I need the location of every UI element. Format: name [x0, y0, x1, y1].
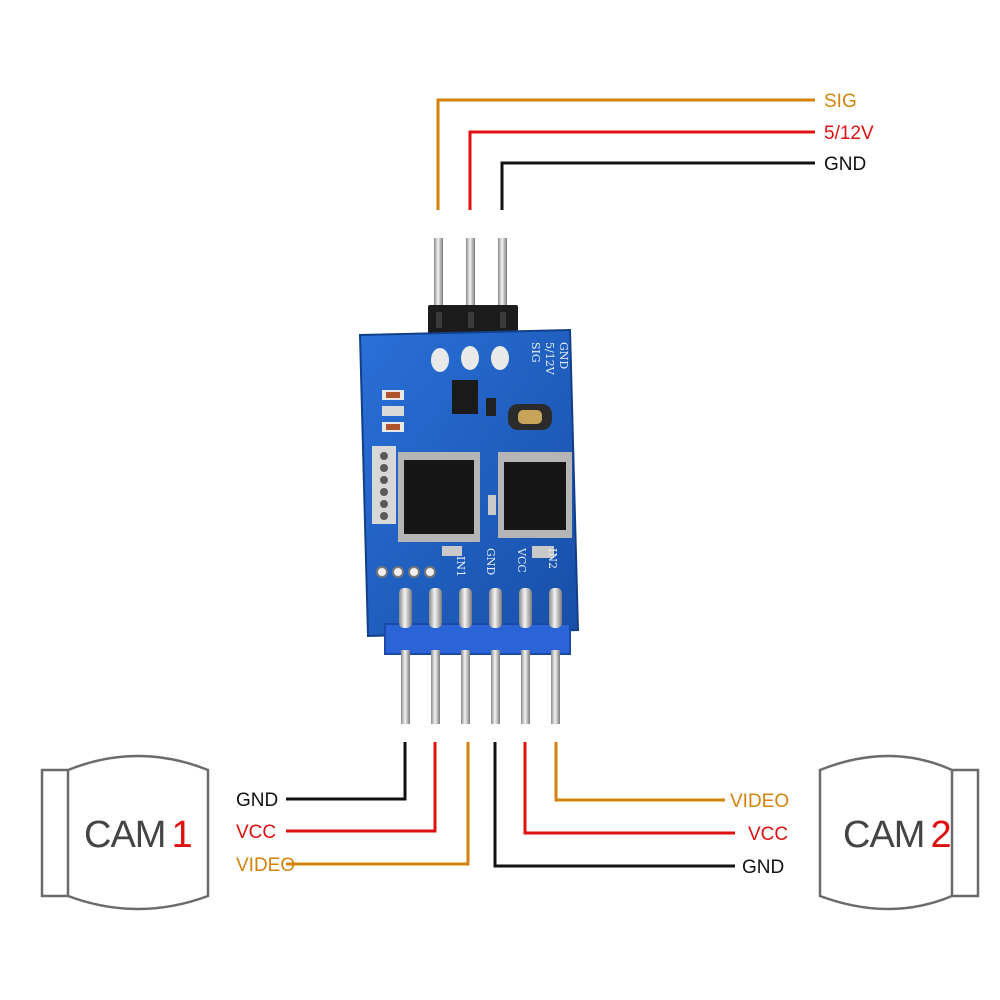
cam1-gnd-wire: [286, 742, 407, 801]
cam2-vcc-label: VCC: [748, 824, 788, 845]
video-switcher-board: GND 5/12V SIG: [358, 238, 580, 724]
cam2-video-label: VIDEO: [730, 791, 789, 812]
silk-in1: IN1: [454, 556, 467, 577]
ic-chip-1: [398, 452, 480, 542]
sig-wire: [436, 98, 815, 210]
ic-chip-2: [498, 452, 572, 538]
cam1-vcc-label: VCC: [236, 822, 276, 843]
silk-gnd: GND: [484, 548, 497, 575]
power-wire: [468, 130, 815, 210]
cam1-gnd-label: GND: [236, 790, 278, 811]
transistor: [452, 380, 478, 414]
silk-vcc: VCC: [515, 547, 528, 573]
gnd-wire: [500, 161, 815, 210]
silk-top-gnd: GND: [557, 342, 570, 369]
sig-label: SIG: [824, 91, 857, 112]
cam1-video-label: VIDEO: [236, 855, 295, 876]
camera-2-icon: [818, 754, 980, 911]
bottom-header: [384, 588, 571, 724]
top-header-pins: [428, 238, 518, 335]
silk-top-sig: SIG: [529, 342, 542, 363]
camera-1-icon: [40, 754, 210, 911]
cam2-vcc-wire: [523, 742, 735, 835]
cam1-video-wire: [286, 742, 470, 866]
cam2-gnd-label: GND: [742, 857, 784, 878]
silk-in2: IN2: [546, 548, 559, 569]
cam2-gnd-wire: [493, 742, 735, 868]
power-label: 5/12V: [824, 123, 874, 144]
bottom-wires: [286, 742, 735, 868]
top-wires: [436, 98, 815, 210]
cam2-video-wire: [554, 742, 725, 802]
silk-top-power: 5/12V: [543, 342, 556, 376]
gnd-label: GND: [824, 154, 866, 175]
cam1-vcc-wire: [286, 742, 437, 833]
